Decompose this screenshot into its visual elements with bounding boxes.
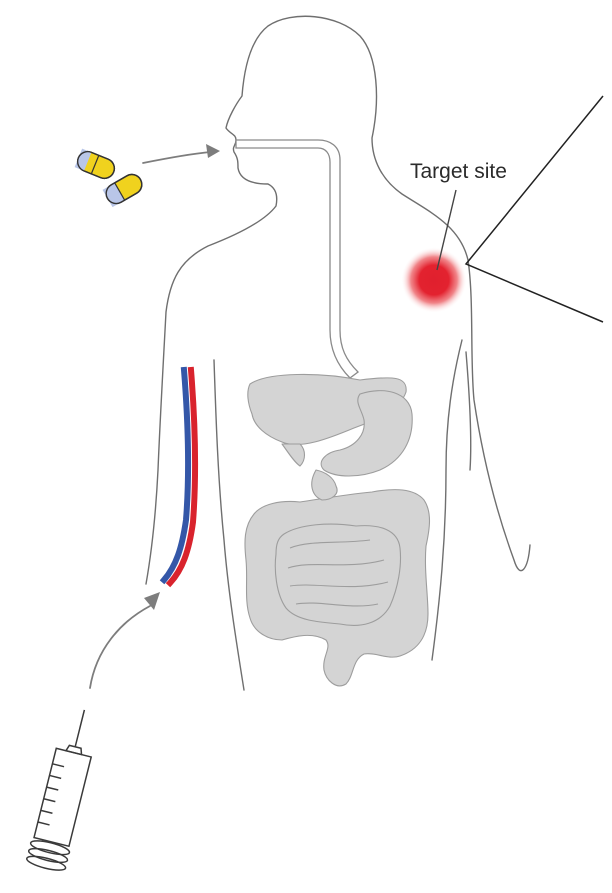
body-right-side [432, 340, 462, 660]
target-site-marker [401, 247, 467, 313]
injection-route-arrow [90, 606, 150, 688]
oral-route-arrowhead [206, 144, 220, 158]
right-arm-inner [466, 352, 471, 470]
small-intestine [275, 524, 400, 625]
blood-vessel-icon [164, 370, 195, 583]
syringe-icon [26, 705, 104, 873]
target-site-label: Target site [410, 160, 507, 183]
oral-route-arrow [143, 152, 210, 163]
pill-capsule-icon [75, 149, 118, 182]
body-left-side [214, 360, 244, 690]
zoom-callout-lines [466, 96, 603, 322]
gallbladder [282, 444, 305, 466]
esophagus [236, 140, 358, 378]
